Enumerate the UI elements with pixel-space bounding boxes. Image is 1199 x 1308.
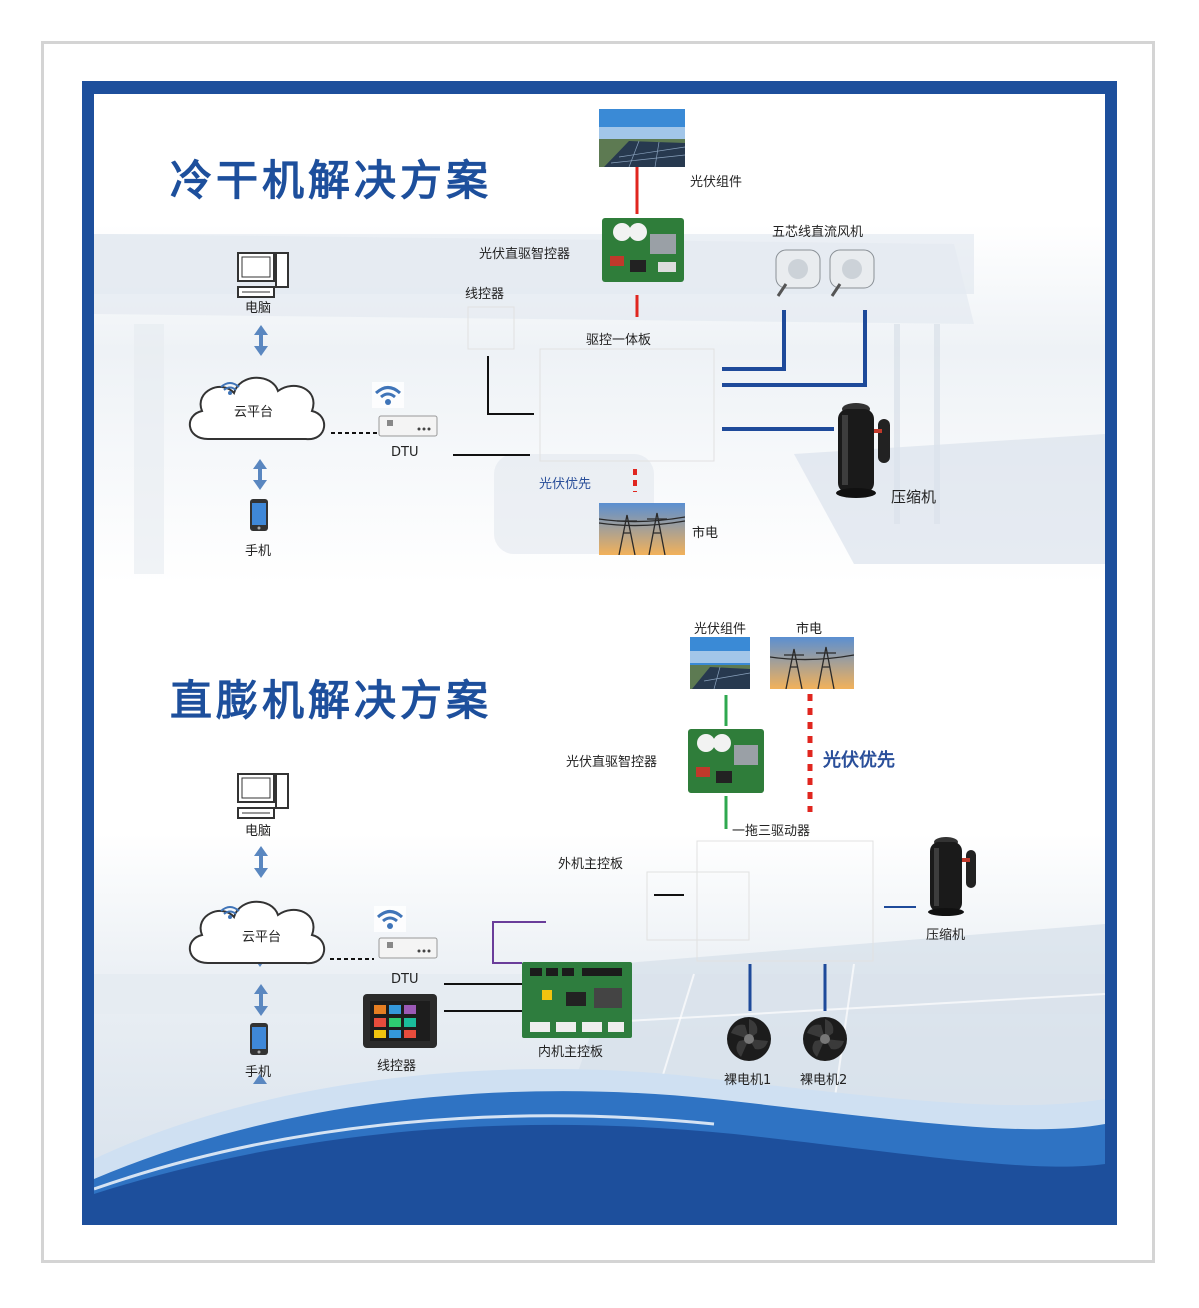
top-connection-lines <box>253 167 867 492</box>
bottom-computer-label: 电脑 <box>245 824 272 839</box>
bottom-driver-label: 一拖三驱动器 <box>732 824 811 839</box>
indoor-to-outdoor-line <box>492 921 546 964</box>
dtu-icon <box>377 412 439 440</box>
top-dtu-label: DTU <box>391 445 419 460</box>
bottom-pv-priority-label: 光伏优先 <box>823 750 895 771</box>
solar-panel-icon <box>690 637 750 689</box>
bottom-indoor-board-label: 内机主控板 <box>538 1045 604 1060</box>
cloud-icon <box>180 893 332 973</box>
touchscreen-icon <box>362 993 438 1049</box>
power-tower-icon <box>770 637 854 689</box>
bidirectional-arrow-icon <box>254 325 268 356</box>
circuit-board-icon <box>688 729 764 793</box>
wifi-icon <box>374 906 406 932</box>
axial-fan-icon <box>723 1015 775 1063</box>
solar-panel-icon <box>599 109 685 167</box>
top-drive-board-label: 驱控一体板 <box>586 333 652 348</box>
fan-icon <box>774 246 880 298</box>
bottom-compressor-label: 压缩机 <box>926 928 966 943</box>
bottom-phone-label: 手机 <box>245 1065 272 1080</box>
circuit-board-icon <box>522 962 632 1038</box>
computer-icon <box>236 772 290 824</box>
wifi-icon <box>220 906 240 919</box>
bottom-cloud-label: 云平台 <box>242 930 282 945</box>
top-compressor-label: 压缩机 <box>891 488 937 506</box>
top-cloud-label: 云平台 <box>234 405 274 420</box>
compressor-icon <box>834 399 894 499</box>
phone-icon <box>249 1022 269 1056</box>
computer-icon <box>236 251 290 303</box>
wire-controller-line <box>487 356 534 415</box>
bottom-grid-label: 市电 <box>796 622 823 637</box>
wifi-icon <box>372 382 404 408</box>
wire-controller-box <box>467 306 515 350</box>
bidirectional-arrow-icon <box>253 459 267 490</box>
bidirectional-arrow-icon <box>254 984 268 1016</box>
bottom-pv-controller-label: 光伏直驱智控器 <box>566 755 658 770</box>
axial-fan-icon <box>799 1015 851 1063</box>
wifi-icon <box>220 382 240 395</box>
bidirectional-arrow-icon <box>253 1074 267 1084</box>
bottom-pv-module-label: 光伏组件 <box>694 622 747 637</box>
top-section-title: 冷干机解决方案 <box>170 156 493 205</box>
bidirectional-arrow-icon <box>254 846 268 878</box>
bottom-motor1-label: 裸电机1 <box>724 1073 772 1088</box>
bottom-outdoor-board-label: 外机主控板 <box>558 857 624 872</box>
fan1-line <box>722 310 786 371</box>
bottom-section-title: 直膨机解决方案 <box>170 676 493 725</box>
phone-icon <box>249 498 269 532</box>
top-pv-priority-label: 光伏优先 <box>539 477 592 492</box>
power-tower-icon <box>599 503 685 555</box>
top-phone-label: 手机 <box>245 544 272 559</box>
outdoor-board-box <box>646 871 750 941</box>
top-fan-label: 五芯线直流风机 <box>772 225 864 240</box>
cloud-icon <box>180 369 332 449</box>
top-computer-label: 电脑 <box>245 301 272 316</box>
drive-board-box <box>539 348 715 462</box>
poster-canvas: 冷干机解决方案 光伏组件 光伏直驱智控器 五芯线直流风机 线控器 驱控一体板 <box>94 94 1105 1211</box>
bottom-motor2-label: 裸电机2 <box>800 1073 848 1088</box>
driver-box <box>696 840 874 962</box>
fan2-line <box>722 310 867 387</box>
top-pv-module-label: 光伏组件 <box>690 175 743 190</box>
bottom-wire-controller-label: 线控器 <box>377 1059 417 1074</box>
background-scene <box>94 224 1105 1211</box>
bottom-connection-lines <box>253 694 916 1084</box>
compressor-icon <box>926 834 980 918</box>
circuit-board-icon <box>602 218 684 282</box>
top-grid-label: 市电 <box>692 526 719 541</box>
dtu-icon <box>377 934 439 962</box>
top-wire-controller-label: 线控器 <box>465 287 505 302</box>
top-pv-controller-label: 光伏直驱智控器 <box>479 247 571 262</box>
bottom-dtu-label: DTU <box>391 972 419 987</box>
